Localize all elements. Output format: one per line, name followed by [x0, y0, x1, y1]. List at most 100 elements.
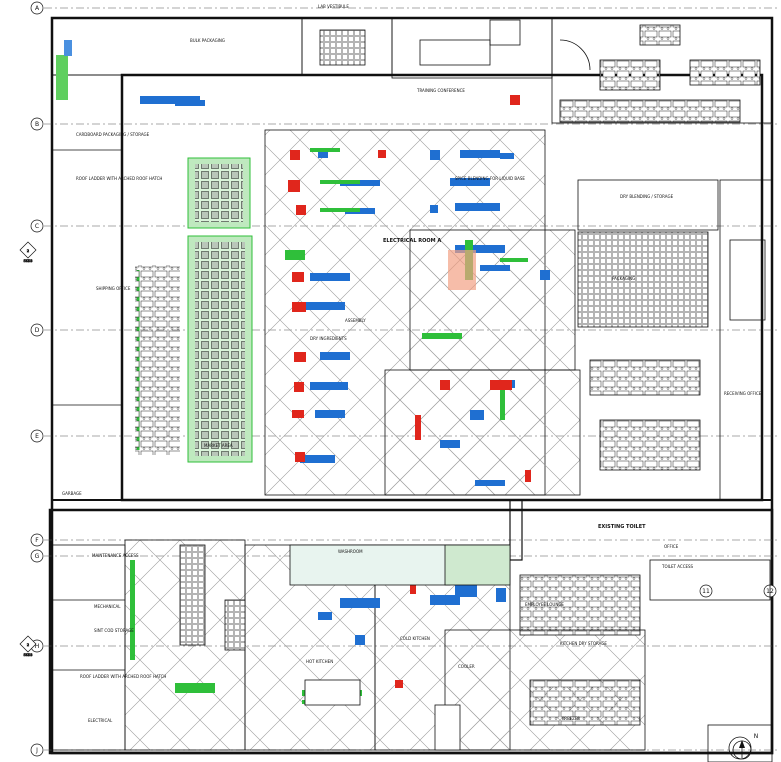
- south-wing: [51, 544, 773, 762]
- equip-blue-29: [355, 635, 365, 645]
- equip-blue-8: [320, 352, 350, 360]
- grid-label-E: E: [35, 433, 39, 440]
- east-rooms: [577, 179, 773, 501]
- label-cold-kitchen: COLD KITCHEN: [400, 636, 430, 641]
- equip-red-6: [294, 382, 304, 392]
- equip-blue-21: [470, 410, 484, 420]
- equip-blue-14: [430, 150, 440, 160]
- equip-red-5: [294, 352, 306, 362]
- equip-red-10: [490, 380, 512, 390]
- equip-red-2: [296, 205, 306, 215]
- equip-blue-26: [318, 612, 332, 620]
- label-lab-vestibule: LAB VESTIBULE: [318, 4, 349, 9]
- grid-label-F: F: [35, 537, 39, 544]
- label-dry-blend: DRY BLENDING / STORAGE: [620, 194, 674, 199]
- equip-green-2: [320, 208, 360, 212]
- label-roof-ladder-2: ROOF LADDER WITH ARCHED ROOF HATCH: [80, 674, 166, 679]
- equip-red-14: [510, 95, 520, 105]
- grid-bubble-F: [30, 533, 44, 547]
- equip-blue-4: [450, 178, 490, 186]
- equip-green-0: [310, 148, 340, 152]
- equip-green-8: [175, 683, 215, 693]
- equip-green-6: [422, 333, 462, 339]
- label-receiving: RECEIVING OFFICE: [724, 391, 762, 396]
- label-cooler: COOLER: [458, 664, 475, 669]
- equip-blue-28: [496, 588, 506, 602]
- label-dry-storage: SINT COD STORAGE: [94, 628, 134, 633]
- label-ingredients: DRY INGREDIENTS: [310, 336, 347, 341]
- equip-blue-11: [300, 455, 335, 463]
- grid-label-J: J: [35, 747, 38, 754]
- equip-red-4: [292, 302, 306, 312]
- equip-red-0: [290, 150, 300, 160]
- salmon-equipment: [448, 250, 476, 290]
- label-freezer: FREEZER: [562, 716, 580, 721]
- label-bulk-blending: SPICE BLENDING FOR LIQUID BASE: [455, 176, 525, 181]
- grid-label-C: C: [35, 223, 39, 230]
- equip-blue-6: [310, 273, 350, 281]
- label-washroom: WASHROOM: [338, 549, 363, 554]
- equip-blue-1: [175, 100, 205, 106]
- label-cardboard: CARDBOARD PACKAGING / STORAGE: [76, 132, 150, 137]
- equip-blue-9: [310, 382, 348, 390]
- label-existing-toilet: EXISTING TOILET: [598, 524, 646, 530]
- label-bulk-packaging: BULK PACKAGING: [190, 38, 225, 43]
- section-marker-1-sheet: SK03: [24, 259, 33, 263]
- section-marker-2: 2: [27, 643, 29, 647]
- label-toilet-access: TOILET ACCESS: [661, 564, 694, 569]
- equip-blue-18: [318, 150, 328, 158]
- label-employee-lounge: EMPLOYEE LOUNGE: [525, 602, 564, 607]
- equip-green-1: [320, 180, 360, 184]
- central-corridor: [52, 499, 772, 561]
- grid-label-D: D: [35, 327, 40, 334]
- label-packaging: PACKAGING: [612, 276, 635, 281]
- label-assembly: ASSEMBLY: [345, 318, 366, 323]
- section-marker-1: 2: [27, 249, 29, 253]
- equip-green-7: [500, 390, 505, 420]
- label-electrical: ELECTRICAL: [88, 718, 113, 723]
- equip-blue-17: [480, 265, 510, 271]
- packing-stations: [135, 265, 180, 455]
- grid-label-B: B: [35, 121, 39, 128]
- equipment-red: [288, 95, 531, 688]
- grid-label-G: G: [35, 553, 40, 560]
- equip-red-9: [378, 150, 386, 158]
- equip-blue-24: [430, 595, 460, 605]
- grid-col-label-11: 11: [702, 588, 710, 595]
- label-training: TRAINING CONFERENCE: [416, 88, 465, 93]
- equip-green-11: [130, 560, 135, 660]
- left-storage: [51, 40, 123, 501]
- market-area-racks: [136, 157, 253, 463]
- north-label: N: [754, 733, 759, 740]
- equip-red-16: [395, 680, 403, 688]
- label-roof-ladder-1: ROOF LADDER WITH ARCHED ROOF HATCH: [76, 176, 162, 181]
- grid-bubble-A: [30, 1, 44, 15]
- grid-col-bubble-11: [699, 584, 713, 598]
- equip-blue-25: [340, 598, 380, 608]
- label-kitchen-storage: KITCHEN DRY STORAGE: [560, 641, 607, 646]
- equip-blue-19: [540, 270, 550, 280]
- equip-blue-15: [430, 205, 438, 213]
- equip-red-3: [292, 272, 304, 282]
- equip-blue-7: [305, 302, 345, 310]
- grid-label-A: A: [35, 5, 40, 12]
- equip-blue-10: [315, 410, 345, 418]
- room-labels: LAB VESTIBULE BULK PACKAGING CARDBOARD P…: [62, 4, 762, 723]
- equip-red-1: [288, 180, 300, 192]
- grid-bubble-J: [30, 743, 44, 757]
- equip-blue-2: [460, 150, 500, 158]
- top-office-strip: [51, 17, 773, 124]
- label-garbage: GARBAGE: [62, 491, 82, 496]
- equip-red-15: [410, 580, 416, 594]
- equip-red-12: [415, 415, 421, 440]
- equip-blue-23: [475, 480, 505, 486]
- label-electrical-room-a: ELECTRICAL ROOM A: [383, 238, 441, 244]
- equip-red-11: [440, 380, 450, 390]
- equip-blue-22: [440, 440, 460, 448]
- label-hot-kitchen: HOT KITCHEN: [306, 659, 333, 664]
- equip-green-5: [285, 250, 305, 260]
- equip-blue-16: [455, 245, 505, 253]
- label-shipping: SHIPPING OFFICE: [96, 286, 131, 291]
